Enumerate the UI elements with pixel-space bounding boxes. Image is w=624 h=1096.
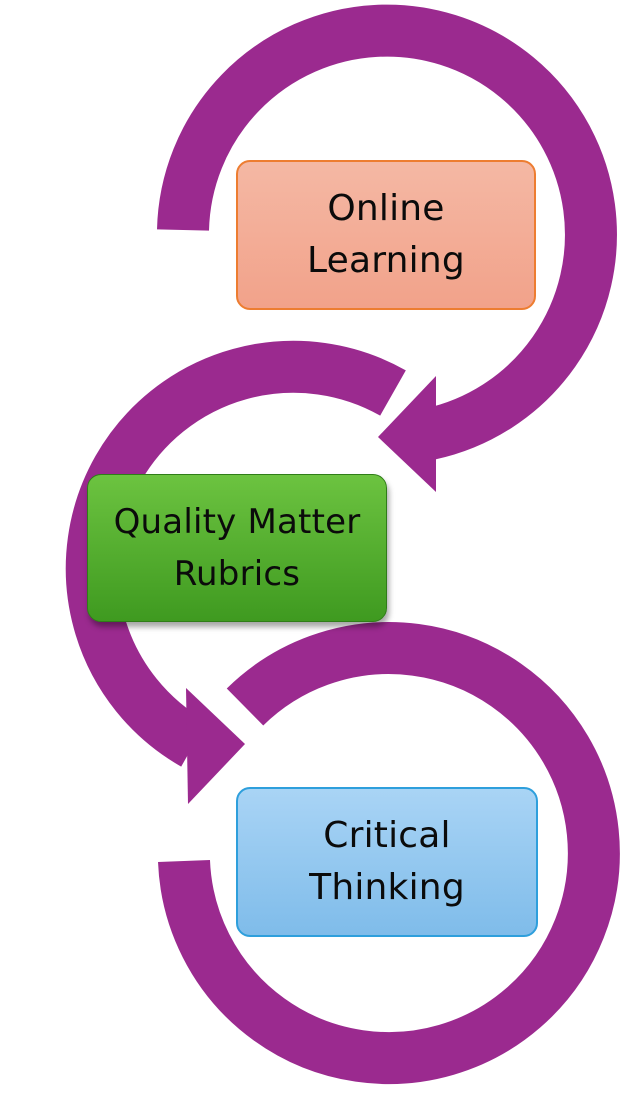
arrow-head-middle	[186, 688, 245, 804]
node-quality-matter-rubrics: Quality Matter Rubrics	[87, 474, 387, 622]
node-online-learning: Online Learning	[236, 160, 536, 310]
node-critical-thinking: Critical Thinking	[236, 787, 538, 937]
node-quality-matter-line1: Quality Matter	[113, 502, 361, 542]
node-online-learning-line2: Learning	[307, 240, 465, 281]
node-online-learning-line1: Online	[327, 188, 445, 229]
node-quality-matter-line2: Rubrics	[173, 554, 301, 594]
circular-arrow-icon	[65, 340, 406, 767]
arrow-head-top	[378, 376, 436, 492]
circular-arrow-icon	[158, 622, 620, 1084]
node-critical-thinking-line2: Thinking	[309, 867, 465, 908]
node-critical-thinking-line1: Critical	[323, 815, 451, 856]
circular-arrow-icon	[157, 4, 617, 460]
